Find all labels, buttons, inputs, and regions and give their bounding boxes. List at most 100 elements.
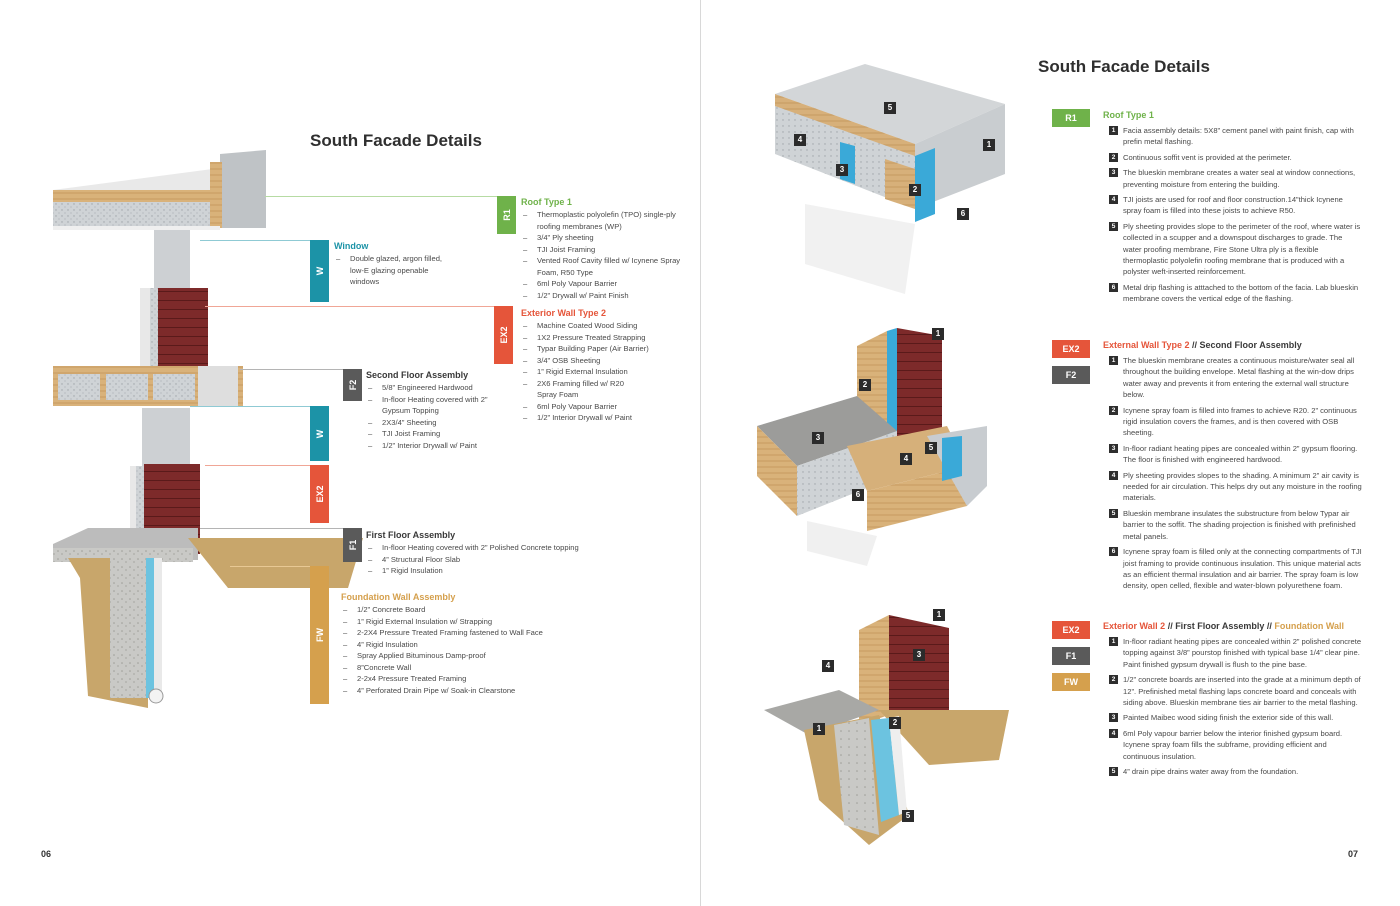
list-item: 1” Rigid External Insulation w/ Strappin… (341, 616, 581, 628)
leader-line (240, 369, 343, 370)
tag-r1: R1 (1052, 109, 1090, 127)
tag-ex2: EX2 (1052, 621, 1090, 639)
book-spine (700, 0, 701, 906)
marker-5: 5 (902, 810, 914, 822)
tag-window: W (310, 406, 329, 461)
marker-4: 4 (822, 660, 834, 672)
marker-6: 6 (957, 208, 969, 220)
list-item: TJI Joist Framing (521, 244, 686, 256)
list-item: TJI Joist Framing (366, 428, 506, 440)
roof-type-1-block: Roof Type 1 Thermoplastic polyolefin (TP… (521, 196, 686, 301)
list-item: Machine Coated Wood Siding (521, 320, 681, 332)
list-item: 8”Concrete Wall (341, 662, 581, 674)
list-item: 2X3/4” Sheeting (366, 417, 506, 429)
block-title: Second Floor Assembly (366, 370, 469, 380)
marker-5: 5 (884, 102, 896, 114)
marker-3: 3 (836, 164, 848, 176)
tag-ex2: EX2 (310, 465, 329, 523)
exterior-wall-block: Exterior Wall Type 2 Machine Coated Wood… (521, 307, 681, 424)
block-title: Roof Type 1 (521, 197, 572, 207)
section-title: External Wall Type 2 // Second Floor Ass… (1103, 340, 1302, 350)
section-title: Roof Type 1 (1103, 110, 1154, 120)
list-item: 5/8” Engineered Hardwood (366, 382, 506, 394)
tag-r1: R1 (497, 196, 516, 234)
list-item: Thermoplastic polyolefin (TPO) single-pl… (521, 209, 686, 232)
marker-1: 1 (933, 609, 945, 621)
list-item: Typar Building Paper (Air Barrier) (521, 343, 681, 355)
list-item: Spray Applied Bituminous Damp-proof (341, 650, 581, 662)
list-item: 6ml Poly Vapour Barrier (521, 401, 681, 413)
leader-line (265, 196, 497, 197)
list-item: 1” Rigid External Insulation (521, 366, 681, 378)
marker-3: 3 (913, 649, 925, 661)
foundation-notes: Exterior Wall 2 // First Floor Assembly … (1103, 620, 1363, 781)
marker-1: 1 (813, 723, 825, 735)
block-title: Foundation Wall Assembly (341, 592, 456, 602)
tag-fw: FW (1052, 673, 1090, 691)
list-item: 4” Rigid Insulation (341, 639, 581, 651)
tag-f2: F2 (1052, 366, 1090, 384)
leader-line (190, 406, 312, 407)
list-item: 4” Structural Floor Slab (366, 554, 626, 566)
list-item: 6ml Poly Vapour Barrier (521, 278, 686, 290)
list-item: 1” Rigid Insulation (366, 565, 626, 577)
marker-1: 1 (983, 139, 995, 151)
marker-3: 3 (812, 432, 824, 444)
list-item: In-floor Heating covered with 2” Polishe… (366, 542, 626, 554)
marker-2: 2 (859, 379, 871, 391)
foundation-block: Foundation Wall Assembly 1/2” Concrete B… (341, 591, 581, 696)
leader-line (200, 240, 312, 241)
tag-ex2: EX2 (494, 306, 513, 364)
right-page: South Facade Details 5 4 1 3 2 6 (701, 0, 1400, 906)
marker-2: 2 (909, 184, 921, 196)
roof-detail-drawing (775, 64, 1005, 294)
list-item: 3/4” OSB Sheeting (521, 355, 681, 367)
list-item: 1/2” Interior Drywall w/ Paint (521, 412, 681, 424)
page-title: South Facade Details (310, 131, 482, 150)
second-floor-block: Second Floor Assembly 5/8” Engineered Ha… (366, 369, 506, 451)
leader-line (230, 566, 312, 567)
marker-6: 6 (852, 489, 864, 501)
page-number: 06 (41, 849, 52, 859)
window-block: Window Double glazed, argon filled, low-… (334, 240, 452, 288)
marker-4: 4 (900, 453, 912, 465)
list-item: 3/4” Ply sheeting (521, 232, 686, 244)
marker-4: 4 (794, 134, 806, 146)
page-number: 07 (1348, 849, 1359, 859)
tag-f2: F2 (343, 369, 362, 401)
list-item: Vented Roof Cavity filled w/ Icynene Spr… (521, 255, 686, 278)
list-item: 1/2” Concrete Board (341, 604, 581, 616)
leader-line (200, 528, 343, 529)
marker-2: 2 (889, 717, 901, 729)
list-item: 2X6 Framing filled w/ R20 Spray Foam (521, 378, 633, 401)
leader-line (205, 465, 312, 466)
foundation-detail-drawing (764, 615, 1009, 845)
block-title: Exterior Wall Type 2 (521, 308, 607, 318)
wall-floor-detail-drawing (757, 328, 987, 566)
list-item: 2-2x4 Pressure Treated Framing (341, 673, 581, 685)
tag-f1: F1 (1052, 647, 1090, 665)
list-item: 4” Perforated Drain Pipe w/ Soak-in Clea… (341, 685, 581, 697)
section-title: Exterior Wall 2 // First Floor Assembly … (1103, 621, 1345, 631)
first-floor-block: First Floor Assembly In-floor Heating co… (366, 529, 626, 577)
list-item: 1X2 Pressure Treated Strapping (521, 332, 681, 344)
block-title: First Floor Assembly (366, 530, 456, 540)
leader-line (205, 306, 497, 307)
